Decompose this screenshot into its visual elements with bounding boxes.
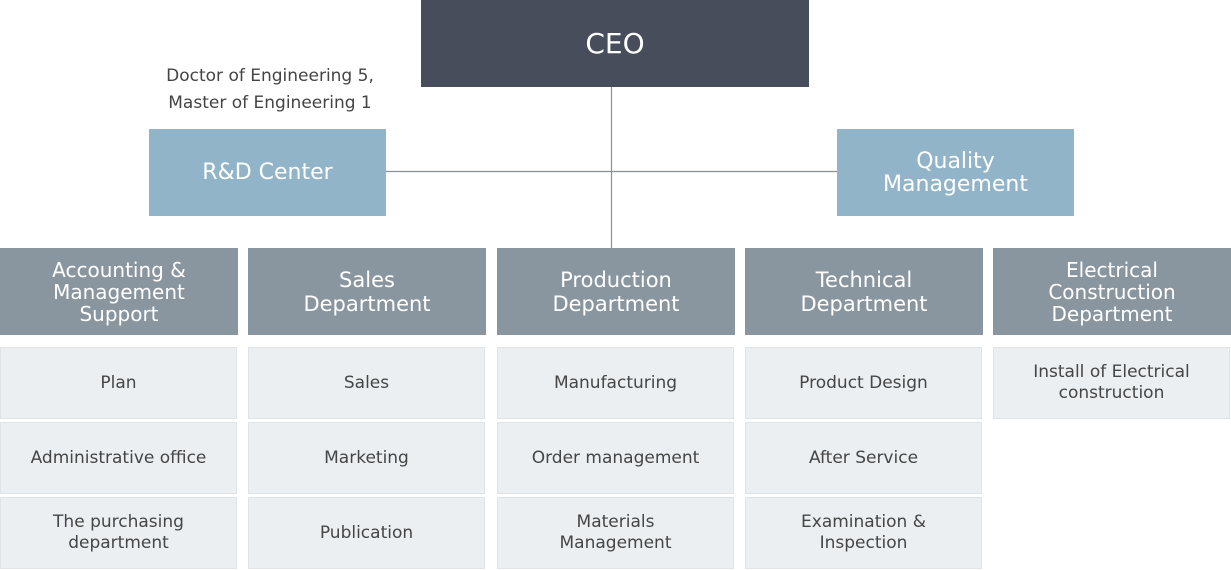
dept-electrical-construction: Electrical Construction Department xyxy=(993,248,1231,335)
dept-production: Production Department xyxy=(497,248,735,335)
dept-label: Technical Department xyxy=(800,267,928,316)
task-label: Publication xyxy=(319,522,414,543)
task-label: Install of Electrical construction xyxy=(1033,362,1190,403)
task-label: The purchasing department xyxy=(53,512,184,553)
ceo-box: CEO xyxy=(421,0,809,87)
rnd-note: Doctor of Engineering 5, Master of Engin… xyxy=(166,66,374,113)
quality-management-box: Quality Management xyxy=(837,129,1074,216)
task-label: After Service xyxy=(808,447,919,468)
task-item: Materials Management xyxy=(497,497,734,569)
dept-label: Production Department xyxy=(552,267,680,316)
task-label: Manufacturing xyxy=(553,372,678,393)
task-item: Examination & Inspection xyxy=(745,497,982,569)
dept-technical: Technical Department xyxy=(745,248,983,335)
task-item: Plan xyxy=(0,347,237,419)
dept-label: Accounting & Management Support xyxy=(52,257,186,326)
ceo-label: CEO xyxy=(585,27,645,60)
task-item: Manufacturing xyxy=(497,347,734,419)
quality-management-label: Quality Management xyxy=(883,148,1028,197)
task-label: Administrative office xyxy=(30,447,207,468)
dept-sales: Sales Department xyxy=(248,248,486,335)
dept-accounting: Accounting & Management Support xyxy=(0,248,238,335)
rnd-center-label: R&D Center xyxy=(202,160,333,185)
task-label: Examination & Inspection xyxy=(801,512,926,553)
task-item: After Service xyxy=(745,422,982,494)
task-item: Order management xyxy=(497,422,734,494)
task-label: Materials Management xyxy=(559,512,672,553)
task-item: Product Design xyxy=(745,347,982,419)
dept-label: Electrical Construction Department xyxy=(1048,257,1176,326)
task-item: Administrative office xyxy=(0,422,237,494)
dept-label: Sales Department xyxy=(303,267,431,316)
task-label: Order management xyxy=(531,447,700,468)
rnd-center-box: R&D Center xyxy=(149,129,386,216)
task-label: Plan xyxy=(100,372,137,393)
task-label: Marketing xyxy=(324,447,409,468)
task-item: Sales xyxy=(248,347,485,419)
task-item: Publication xyxy=(248,497,485,569)
task-item: Marketing xyxy=(248,422,485,494)
task-item: The purchasing department xyxy=(0,497,237,569)
task-item: Install of Electrical construction xyxy=(993,347,1230,419)
task-label: Sales xyxy=(343,372,390,393)
task-label: Product Design xyxy=(799,372,928,393)
